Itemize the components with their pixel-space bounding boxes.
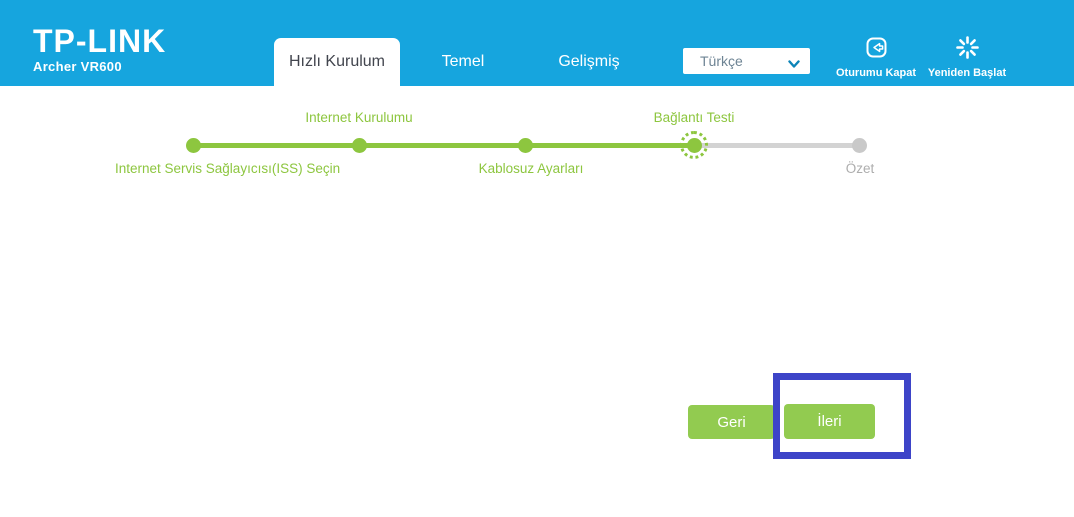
- logout-button[interactable]: Oturumu Kapat: [834, 34, 918, 81]
- brand-block: TP-LINK Archer VR600: [33, 24, 166, 74]
- step-dot-wireless: [517, 138, 533, 153]
- step-current-ring: [680, 131, 708, 159]
- step-label-summary: Özet: [845, 161, 875, 176]
- step-dot-isp: [185, 138, 201, 153]
- restart-label: Yeniden Başlat: [927, 67, 1007, 79]
- step-label-wireless: Kablosuz Ayarları: [478, 161, 584, 176]
- back-button[interactable]: Geri: [688, 405, 775, 439]
- logout-icon: [834, 34, 918, 61]
- device-model: Archer VR600: [33, 59, 122, 74]
- chevron-down-icon: [788, 56, 800, 74]
- step-dot-connection-test: [686, 138, 702, 153]
- stepper-track-remaining: [694, 143, 859, 148]
- header-bar: TP-LINK Archer VR600 Hızlı Kurulum Temel…: [0, 0, 1074, 86]
- step-dot-internet-setup: [351, 138, 367, 153]
- tab-quick-setup[interactable]: Hızlı Kurulum: [274, 38, 400, 86]
- language-selected-value: Türkçe: [700, 53, 743, 69]
- restart-button[interactable]: Yeniden Başlat: [925, 34, 1009, 81]
- logout-label: Oturumu Kapat: [835, 67, 917, 79]
- next-button[interactable]: İleri: [784, 404, 875, 439]
- stepper-track-completed: [193, 143, 694, 148]
- step-label-isp: Internet Servis Sağlayıcısı(ISS) Seçin: [115, 161, 341, 176]
- main-nav: Hızlı Kurulum Temel Gelişmiş: [274, 38, 652, 86]
- tab-advanced[interactable]: Gelişmiş: [558, 53, 620, 70]
- step-label-internet-setup: Internet Kurulumu: [305, 110, 413, 125]
- language-select[interactable]: Türkçe: [683, 48, 810, 74]
- step-label-connection-test: Bağlantı Testi: [653, 110, 735, 125]
- tab-basic[interactable]: Temel: [441, 53, 485, 70]
- restart-icon: [925, 34, 1009, 61]
- step-dot-summary: [851, 138, 867, 153]
- brand-logo: TP-LINK: [33, 23, 167, 59]
